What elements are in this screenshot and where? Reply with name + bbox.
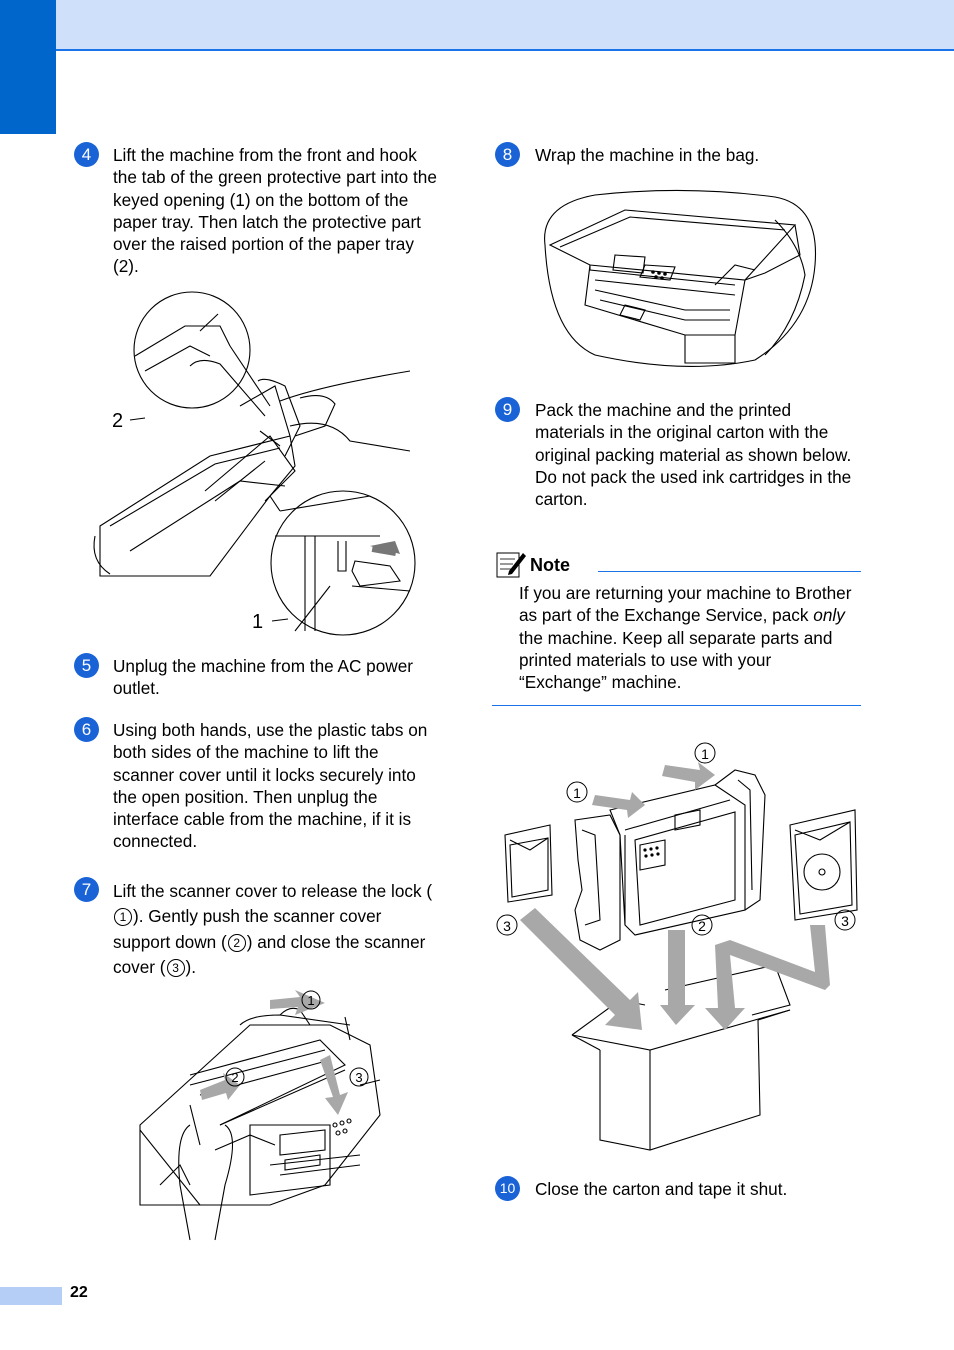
svg-text:3: 3 — [355, 1070, 362, 1085]
step-10-text: Close the carton and tape it shut. — [535, 1179, 788, 1199]
packing-callout-3a: 3 — [496, 914, 518, 936]
header-band — [0, 0, 954, 51]
circled-3: 3 — [166, 958, 185, 977]
svg-text:3: 3 — [503, 918, 511, 934]
step-8-text: Wrap the machine in the bag. — [535, 145, 760, 165]
note-rule-top — [598, 571, 861, 572]
chapter-tab — [0, 0, 56, 134]
step-4-text: Lift the machine from the front and hook… — [113, 145, 437, 277]
step-6-text: Using both hands, use the plastic tabs o… — [113, 720, 428, 852]
circled-2: 2 — [227, 933, 246, 952]
step-9-text: Pack the machine and the printed materia… — [535, 399, 860, 510]
packing-diagram-illustration: 1 1 2 3 3 — [496, 742, 858, 1151]
callout-1: 1 — [252, 611, 263, 633]
machine-in-bag-illustration — [544, 189, 817, 367]
step-9-badge: 9 — [495, 397, 520, 422]
note-title: Note — [530, 555, 570, 575]
step-6-badge: 6 — [74, 717, 99, 742]
callout-2-circle: 2 — [225, 1067, 245, 1087]
packing-callout-1a: 1 — [694, 742, 716, 764]
step-5-badge: 5 — [74, 653, 99, 678]
step-9-text-2: Do not pack the used ink cartridges in t… — [535, 466, 852, 510]
svg-text:1: 1 — [307, 993, 314, 1008]
step-7-text: Lift the scanner cover to release the lo… — [113, 881, 433, 977]
note-pencil-icon — [496, 552, 526, 578]
hook-protective-part-illustration: 2 1 — [93, 291, 416, 636]
svg-text:1: 1 — [573, 785, 581, 801]
close-scanner-cover-illustration: 1 2 3 — [139, 990, 381, 1241]
packing-callout-3b: 3 — [834, 909, 856, 931]
step-7-badge: 7 — [74, 877, 99, 902]
step-8-badge: 8 — [495, 142, 520, 167]
svg-text:3: 3 — [841, 913, 849, 929]
svg-text:2: 2 — [698, 918, 706, 934]
callout-3-circle: 3 — [349, 1067, 369, 1087]
packing-callout-2: 2 — [691, 914, 713, 936]
callout-2: 2 — [112, 410, 123, 432]
circled-1: 1 — [114, 908, 132, 927]
note-text: If you are returning your machine to Bro… — [519, 583, 852, 693]
step-4-badge: 4 — [74, 142, 99, 167]
page-number-bar — [0, 1287, 62, 1305]
step-9-text-1: Pack the machine and the printed materia… — [535, 400, 852, 465]
note-rule-bottom — [492, 705, 861, 706]
step-10-badge: 10 — [495, 1176, 520, 1201]
svg-text:1: 1 — [701, 746, 709, 762]
page-number: 22 — [70, 1284, 88, 1301]
callout-1-circle: 1 — [301, 990, 321, 1010]
svg-text:2: 2 — [231, 1070, 238, 1085]
packing-callout-1b: 1 — [566, 781, 588, 803]
step-5-text: Unplug the machine from the AC power out… — [113, 656, 413, 699]
